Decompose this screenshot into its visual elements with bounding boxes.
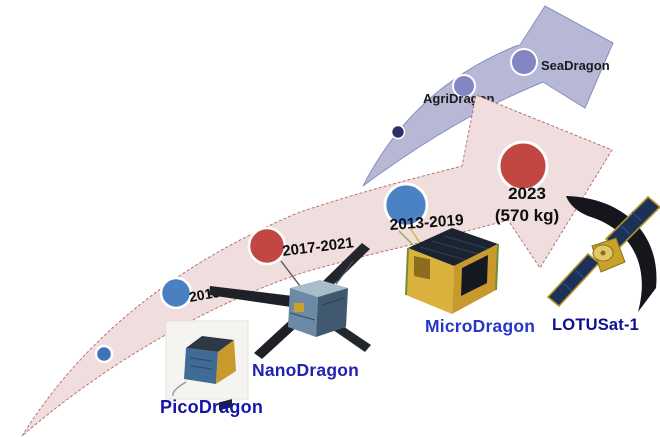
milestone-dot-2023 [497,140,549,192]
nanodragon-wing-lower-left [254,318,299,359]
nanodragon-name-label: NanoDragon [252,360,359,380]
nanodragon-image [209,243,371,359]
seadragon-label: SeaDragon [541,58,610,73]
microdragon-image [398,227,499,314]
milestone-dot-2013 [159,276,193,310]
nanodragon-side-face [316,288,348,337]
picodragon-side-face [216,340,236,384]
microdragon-name-label: MicroDragon [425,316,535,336]
upper-arrow-shape [362,5,614,187]
picodragon-antenna-wire [172,381,187,397]
picodragon-top-face [186,336,234,352]
picodragon-front-face [184,348,218,384]
lotusat-image [546,195,660,312]
picodragon-panel-detail [219,399,232,411]
milestone-dot-2013-2019 [383,182,429,228]
milestone-dot-start [94,344,114,364]
lotusat-wing-left [546,252,601,308]
year-2023: 2023 [508,184,546,203]
nanodragon-wing-left [209,286,293,307]
nanodragon-top-face [290,280,348,297]
milestone-dot-seadragon [510,48,538,76]
milestone-dot-agridragon [452,74,476,98]
picodragon-name-label: PicoDragon [160,397,263,417]
year-2013-2019: 2013-2019 [389,212,465,234]
nanodragon-gold-detail [294,303,304,312]
milestone-dot-2017 [247,226,287,266]
satellite-labels: PicoDragon NanoDragon MicroDragon LOTUSa… [160,316,639,417]
milestone-dot-navy [390,124,406,140]
lotusat-name-label: LOTUSat-1 [552,316,639,334]
microdragon-panel-inset-right [461,255,488,296]
picodragon-image [165,320,249,411]
lotusat-dish-feed [600,250,606,256]
lower-arrow: 2013 2017-2021 2013-2019 2023 (570 kg) [21,94,613,437]
nanodragon-front-face [288,288,318,337]
microdragon-panel-inset-left [414,255,430,280]
nanodragon-wing-upper-right [318,243,370,292]
mass-570kg: (570 kg) [495,206,559,225]
